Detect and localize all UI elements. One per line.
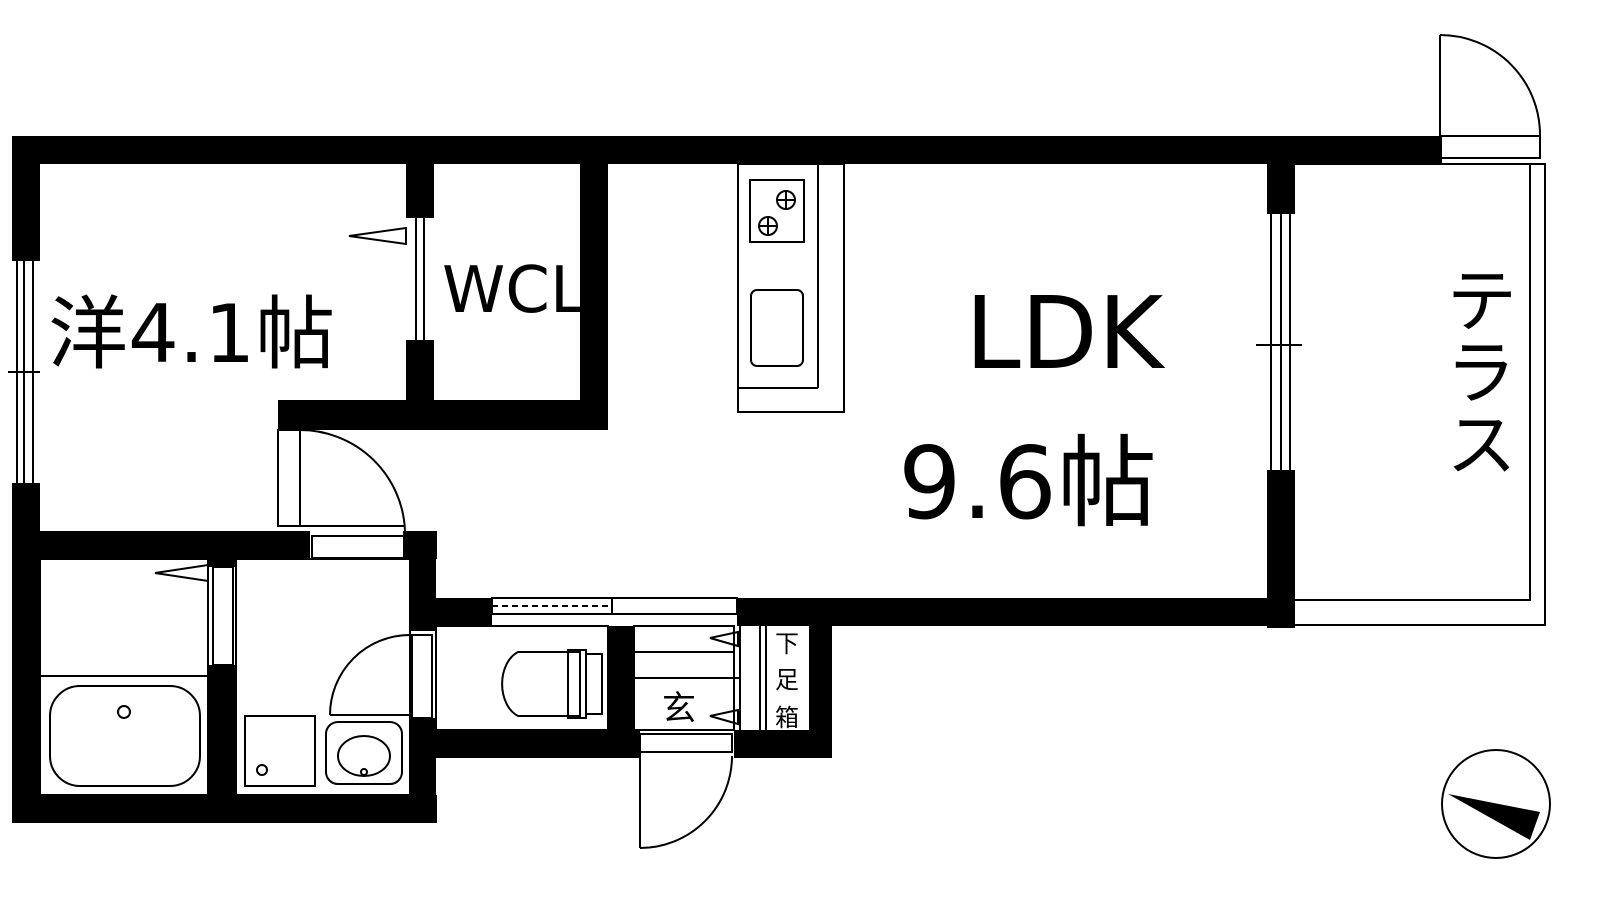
wall-left-upper bbox=[12, 136, 40, 261]
wall-top bbox=[12, 136, 1440, 164]
terrace-label: テラス bbox=[1301, 263, 1517, 472]
wall-bath-divider bbox=[208, 665, 236, 823]
entrance-label: 玄 bbox=[662, 689, 696, 729]
shoe-box-label-1: 下 bbox=[775, 630, 799, 658]
wall-toilet-bottom bbox=[410, 730, 640, 758]
thin-lines bbox=[8, 34, 1551, 859]
walk-in-closet-label: WCL bbox=[442, 254, 586, 328]
wall-western-right-upper bbox=[406, 136, 434, 218]
walls bbox=[12, 136, 1442, 823]
terrace-text: テラス bbox=[1301, 263, 1517, 472]
wall-corridor-top bbox=[278, 400, 608, 430]
wall-toilet-right bbox=[608, 626, 634, 758]
shoe-box-label-2: 足 bbox=[775, 666, 799, 694]
compass-arrow bbox=[1448, 794, 1540, 840]
wall-wash-right-upper bbox=[410, 531, 436, 631]
wall-corridor-left bbox=[278, 400, 300, 430]
wall-bath-divider-top bbox=[208, 559, 236, 567]
wall-wcl-right bbox=[580, 136, 608, 430]
ldk-size-label: 9.6帖 bbox=[898, 425, 1157, 542]
wall-ldk-right-upper bbox=[1267, 136, 1295, 214]
wall-western-bottom bbox=[12, 531, 310, 559]
wall-shoebox-right bbox=[810, 598, 832, 758]
western-room-label: 洋4.1帖 bbox=[48, 288, 335, 381]
shoe-box-label-3: 箱 bbox=[775, 704, 799, 732]
ldk-name-label: LDK bbox=[965, 275, 1166, 392]
